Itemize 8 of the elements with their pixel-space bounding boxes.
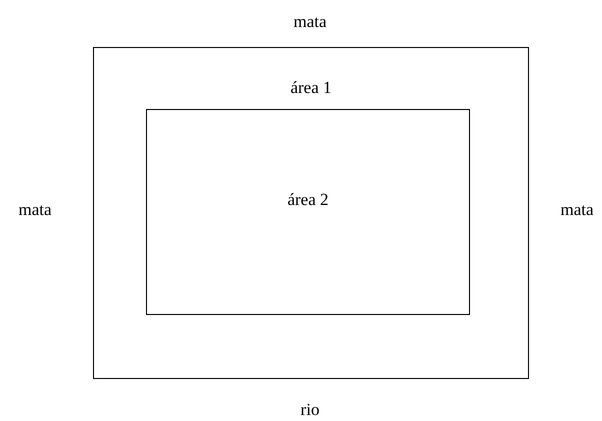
area-label: área 1	[290, 78, 332, 98]
area-box	[146, 109, 470, 315]
place-label: rio	[300, 400, 320, 420]
place-label: mata	[18, 200, 52, 220]
place-label: mata	[293, 12, 327, 32]
area-label: área 2	[287, 190, 329, 210]
area-box	[93, 47, 529, 379]
place-label: mata	[560, 200, 594, 220]
